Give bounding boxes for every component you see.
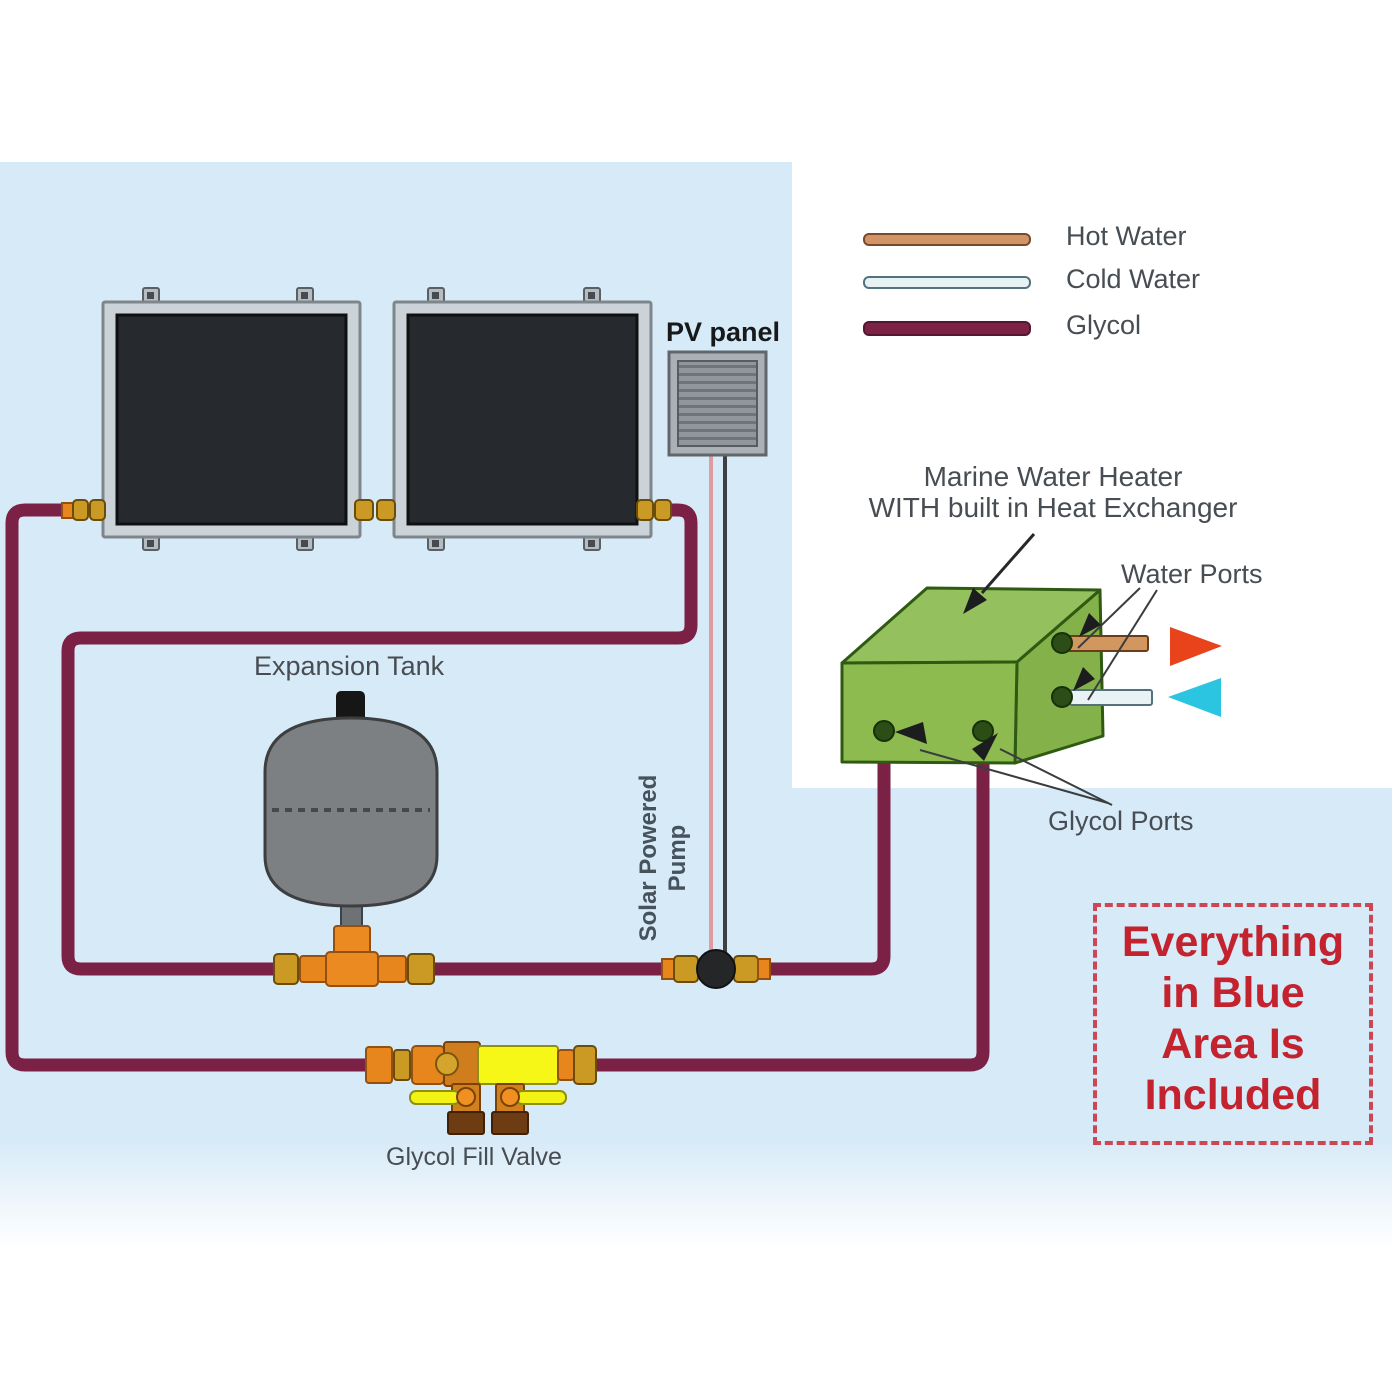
- legend-glycol-label: Glycol: [1066, 310, 1142, 340]
- pump-body: [696, 949, 736, 989]
- marine-water-heater-label-line1: Marine Water Heater: [923, 461, 1183, 492]
- legend-cold-water-line: [863, 276, 1031, 289]
- everything-included-callout: Everything in Blue Area Is Included: [1093, 903, 1373, 1145]
- glycol-port-right: [972, 720, 994, 742]
- pv-panel: [667, 350, 768, 457]
- glycol-ports-leader-lines: [919, 748, 1113, 806]
- included-line-2: in Blue: [1161, 969, 1305, 1017]
- marine-water-heater: [840, 586, 1153, 765]
- glycol-ports-label: Glycol Ports: [1048, 806, 1194, 836]
- solar-pump: [661, 949, 771, 989]
- glycol-fill-valve-label: Glycol Fill Valve: [386, 1143, 562, 1171]
- expansion-tank: [263, 691, 439, 936]
- valve-yellow-body: [477, 1045, 559, 1085]
- glycol-pipe-inner-loop: [61, 503, 891, 976]
- valve-handle-right: [515, 1090, 567, 1105]
- cold-water-in-arrow: [1168, 678, 1221, 717]
- water-port-cold-arrowhead: [1073, 667, 1095, 691]
- water-port-hot: [1051, 632, 1073, 654]
- water-port-hot-arrowhead: [1079, 613, 1101, 637]
- solar-collector-panel-1: [101, 287, 362, 551]
- pv-wires: [709, 452, 727, 953]
- tank-air-valve-cap: [336, 691, 365, 725]
- glycol-port-left: [873, 720, 895, 742]
- marine-water-heater-label: Marine Water Heater WITH built in Heat E…: [853, 461, 1253, 523]
- marine-water-heater-label-line2: WITH built in Heat Exchanger: [868, 492, 1238, 523]
- pv-panel-label: PV panel: [666, 317, 781, 347]
- included-line-3: Area Is: [1161, 1020, 1305, 1068]
- heater-label-arrow: [963, 533, 1036, 614]
- expansion-tank-label: Expansion Tank: [254, 651, 445, 681]
- glycol-fill-valve: [365, 1041, 597, 1135]
- water-ports-leader-lines: [1077, 587, 1158, 701]
- glycol-port-right-arrowhead: [972, 733, 998, 761]
- water-ports-label: Water Ports: [1121, 559, 1263, 589]
- panel-outlet-fitting-right: [636, 499, 672, 521]
- tank-tee-fitting: [273, 925, 435, 987]
- hot-water-out-arrow: [1170, 627, 1222, 666]
- legend-hot-water-line: [863, 233, 1031, 246]
- legend-glycol-line: [863, 321, 1031, 336]
- included-line-1: Everything: [1121, 918, 1345, 966]
- water-port-cold: [1051, 686, 1073, 708]
- legend-cold-water-label: Cold Water: [1066, 264, 1201, 294]
- panel-link-fitting-middle: [354, 499, 396, 521]
- legend-hot-water-label: Hot Water: [1066, 221, 1187, 251]
- cold-water-pipe: [1069, 689, 1153, 706]
- glycol-pipe-outer-loop: [5, 503, 990, 1072]
- valve-handle-left: [409, 1090, 461, 1105]
- panel-inlet-fitting-left: [61, 499, 106, 521]
- hot-water-pipe: [1067, 635, 1149, 652]
- glycol-port-left-arrowhead: [895, 722, 927, 744]
- solar-collector-panel-2: [392, 287, 653, 551]
- included-line-4: Included: [1144, 1071, 1322, 1119]
